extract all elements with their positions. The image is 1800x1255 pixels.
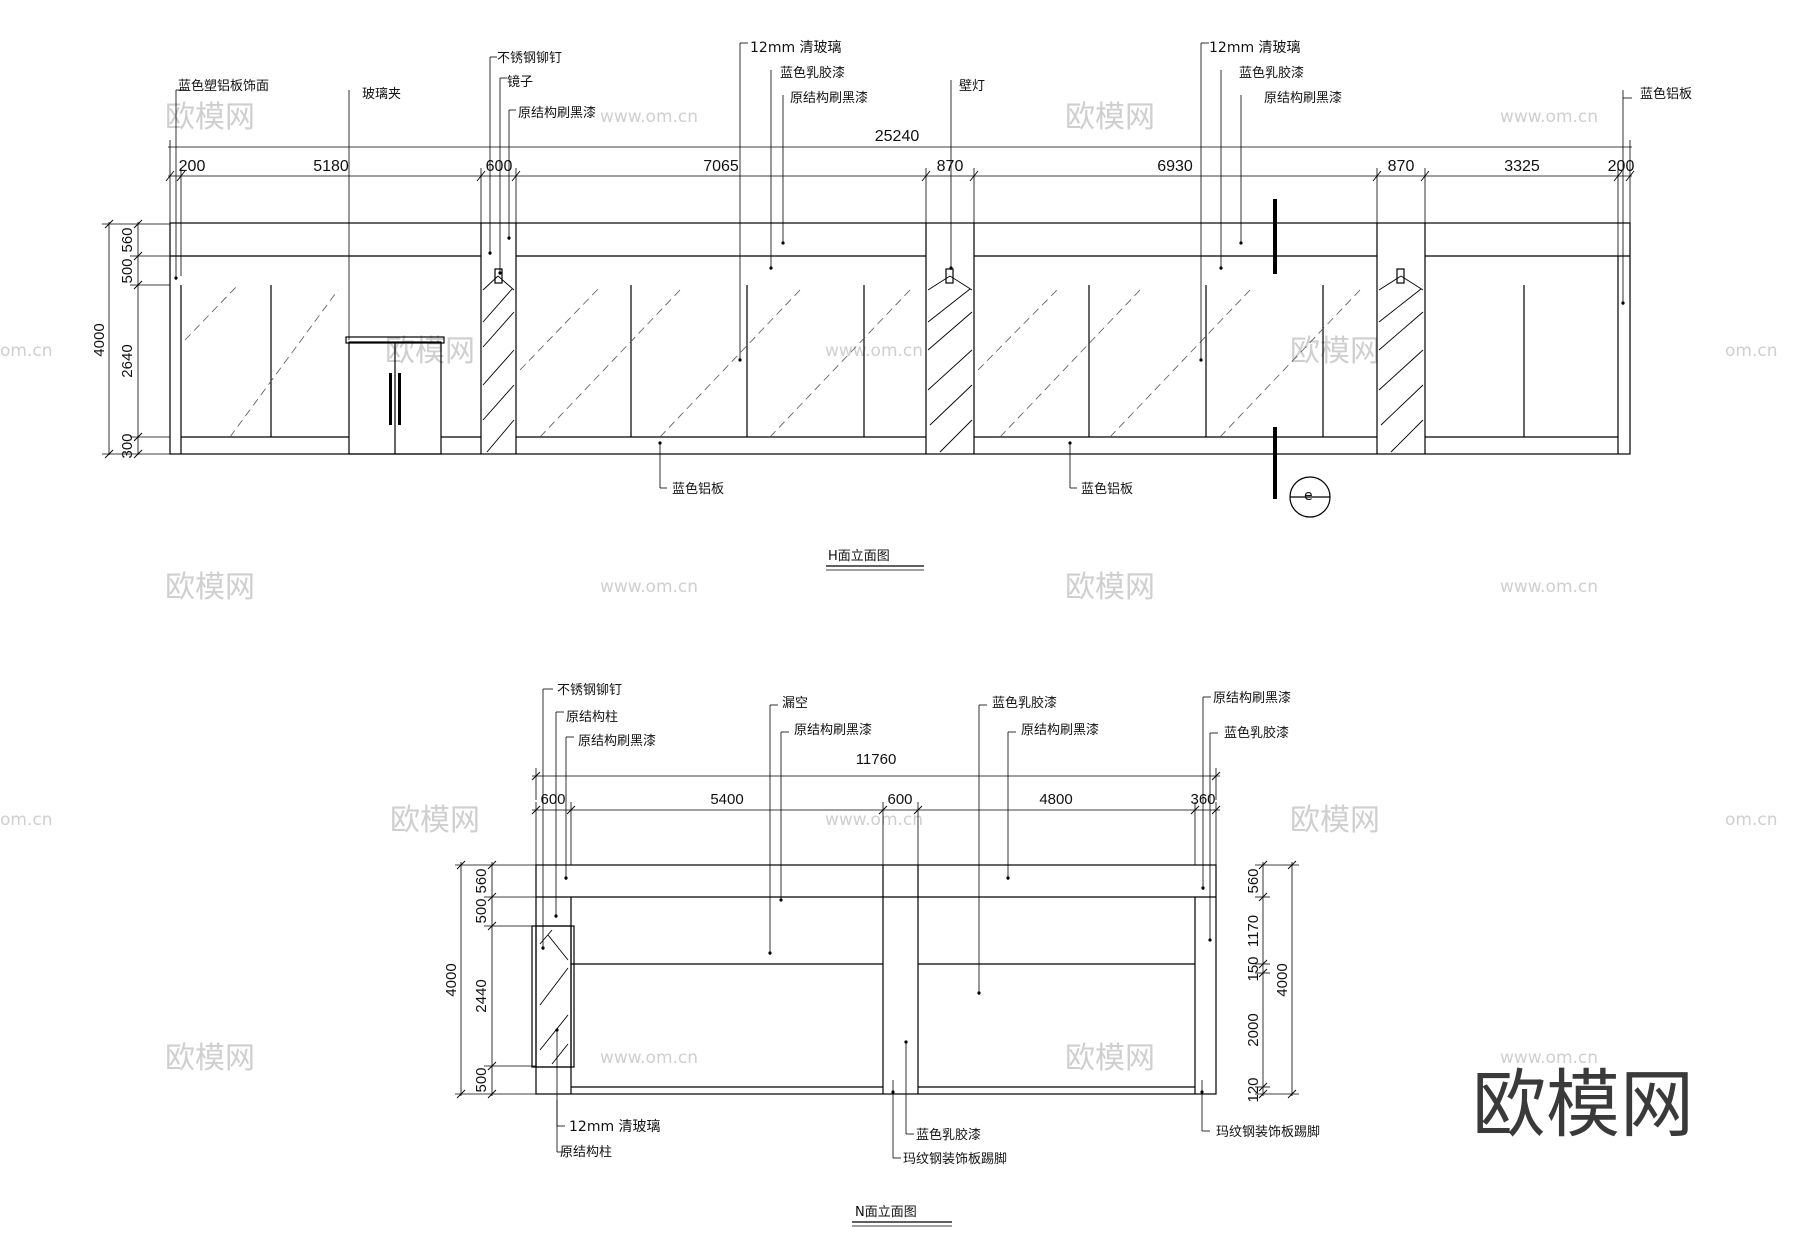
n-label-glass: 12mm 清玻璃 [569, 1118, 661, 1135]
n-right-total: 4000 [1274, 963, 1291, 996]
n-left-total: 4000 [443, 963, 460, 996]
n-right-height-0: 560 [1245, 868, 1262, 893]
watermark-logo: 欧模网 [1290, 334, 1380, 369]
n-label-black-paint-2: 原结构刷黑漆 [794, 722, 872, 738]
h-height-0: 560 [119, 227, 136, 252]
n-left-height-2: 2440 [473, 979, 490, 1012]
n-label-hollow: 漏空 [782, 695, 808, 711]
h-width-2: 600 [486, 158, 513, 175]
section-mark-e: e [1304, 488, 1313, 504]
n-width-3: 4800 [1039, 791, 1072, 808]
h-elevation: 25240 200 5180 600 7065 870 6930 [91, 39, 1692, 571]
watermark-logo: 欧模网 [1290, 803, 1380, 838]
h-width-7: 3325 [1504, 158, 1540, 175]
n-label-kick-1: 玛纹钢装饰板踢脚 [903, 1151, 1007, 1167]
h-elevation-title: H面立面图 [828, 549, 890, 564]
h-width-3: 7065 [703, 158, 739, 175]
h-height-3: 300 [119, 433, 136, 458]
brand-logo: 欧模网 [1472, 1062, 1694, 1148]
label-blue-al-bottom-1: 蓝色铝板 [672, 481, 724, 497]
n-label-blue-latex-3: 蓝色乳胶漆 [916, 1127, 981, 1143]
watermark-url: www.om.cn [600, 577, 698, 597]
n-right-height-1: 1170 [1245, 915, 1262, 947]
watermark-url: om.cn [1725, 810, 1778, 830]
label-mirror: 镜子 [507, 75, 533, 90]
label-wall-lamp: 壁灯 [959, 79, 985, 94]
watermark-logo: 欧模网 [1065, 1041, 1155, 1076]
label-blue-al-right: 蓝色铝板 [1640, 86, 1692, 102]
n-label-column-2: 原结构柱 [560, 1145, 612, 1160]
watermark-url: www.om.cn [600, 1048, 698, 1068]
label-glass-1: 12mm 清玻璃 [750, 39, 842, 56]
watermark-url: www.om.cn [1500, 577, 1598, 597]
label-black-paint-2: 原结构刷黑漆 [790, 90, 868, 106]
watermark-url: om.cn [1725, 341, 1778, 361]
n-width-1: 5400 [710, 791, 743, 808]
watermark-url: www.om.cn [1500, 107, 1598, 127]
h-width-4: 870 [937, 158, 964, 175]
label-ss-rivet: 不锈钢铆钉 [497, 51, 562, 66]
watermark-logo: 欧模网 [1065, 570, 1155, 605]
watermark-url: www.om.cn [825, 810, 923, 830]
watermark-url: www.om.cn [600, 107, 698, 127]
n-elevation: 11760 600 5400 600 4800 360 [443, 683, 1320, 1227]
h-total-height: 4000 [91, 323, 108, 356]
watermark-url: om.cn [0, 810, 53, 830]
watermark-logo: 欧模网 [390, 803, 480, 838]
n-left-height-0: 560 [473, 868, 490, 893]
n-label-blue-latex-1: 蓝色乳胶漆 [992, 695, 1057, 711]
watermark-logo: 欧模网 [165, 100, 255, 135]
n-width-0: 600 [540, 791, 565, 808]
h-width-5: 6930 [1157, 158, 1193, 175]
watermark-url: www.om.cn [1500, 1048, 1598, 1068]
n-label-black-paint-3: 原结构刷黑漆 [1021, 722, 1099, 738]
label-glass-clip: 玻璃夹 [362, 87, 401, 102]
n-left-height-1: 500 [473, 898, 490, 923]
watermark-logo: 欧模网 [165, 1041, 255, 1076]
n-elevation-title: N面立面图 [855, 1205, 917, 1220]
watermarks: 欧模网 www.om.cn 欧模网 www.om.cn om.cn 欧模网 ww… [0, 100, 1778, 1076]
label-blue-al-bottom-2: 蓝色铝板 [1081, 481, 1133, 497]
n-label-column: 原结构柱 [566, 710, 618, 725]
label-blue-latex-2: 蓝色乳胶漆 [1239, 65, 1304, 81]
n-right-height-3: 2000 [1245, 1013, 1262, 1046]
h-width-1: 5180 [313, 158, 349, 175]
n-width-2: 600 [887, 791, 912, 808]
watermark-url: www.om.cn [825, 341, 923, 361]
label-blue-plastic-al: 蓝色塑铝板饰面 [178, 78, 269, 94]
n-total-width: 11760 [856, 751, 897, 768]
watermark-logo: 欧模网 [165, 570, 255, 605]
label-black-paint-1: 原结构刷黑漆 [518, 105, 596, 121]
n-label-black-paint-1: 原结构刷黑漆 [578, 733, 656, 749]
n-right-height-4: 120 [1245, 1077, 1262, 1102]
label-blue-latex-1: 蓝色乳胶漆 [780, 65, 845, 81]
watermark-logo: 欧模网 [385, 334, 475, 369]
n-right-height-2: 150 [1245, 956, 1262, 981]
label-black-paint-3: 原结构刷黑漆 [1264, 90, 1342, 106]
label-glass-2: 12mm 清玻璃 [1209, 39, 1301, 56]
watermark-logo: 欧模网 [1065, 100, 1155, 135]
n-label-black-paint-4: 原结构刷黑漆 [1213, 690, 1291, 706]
watermark-url: om.cn [0, 341, 53, 361]
h-total-width: 25240 [875, 128, 920, 145]
n-label-blue-latex-2: 蓝色乳胶漆 [1224, 725, 1289, 741]
n-label-kick-2: 玛纹钢装饰板踢脚 [1216, 1124, 1320, 1140]
h-height-2: 2640 [119, 344, 136, 377]
n-left-height-3: 500 [473, 1067, 490, 1092]
n-label-ss-rivet: 不锈钢铆钉 [557, 683, 622, 698]
h-width-8: 200 [1608, 158, 1635, 175]
h-height-1: 500 [119, 258, 136, 283]
h-width-6: 870 [1388, 158, 1415, 175]
h-width-0: 200 [179, 158, 206, 175]
